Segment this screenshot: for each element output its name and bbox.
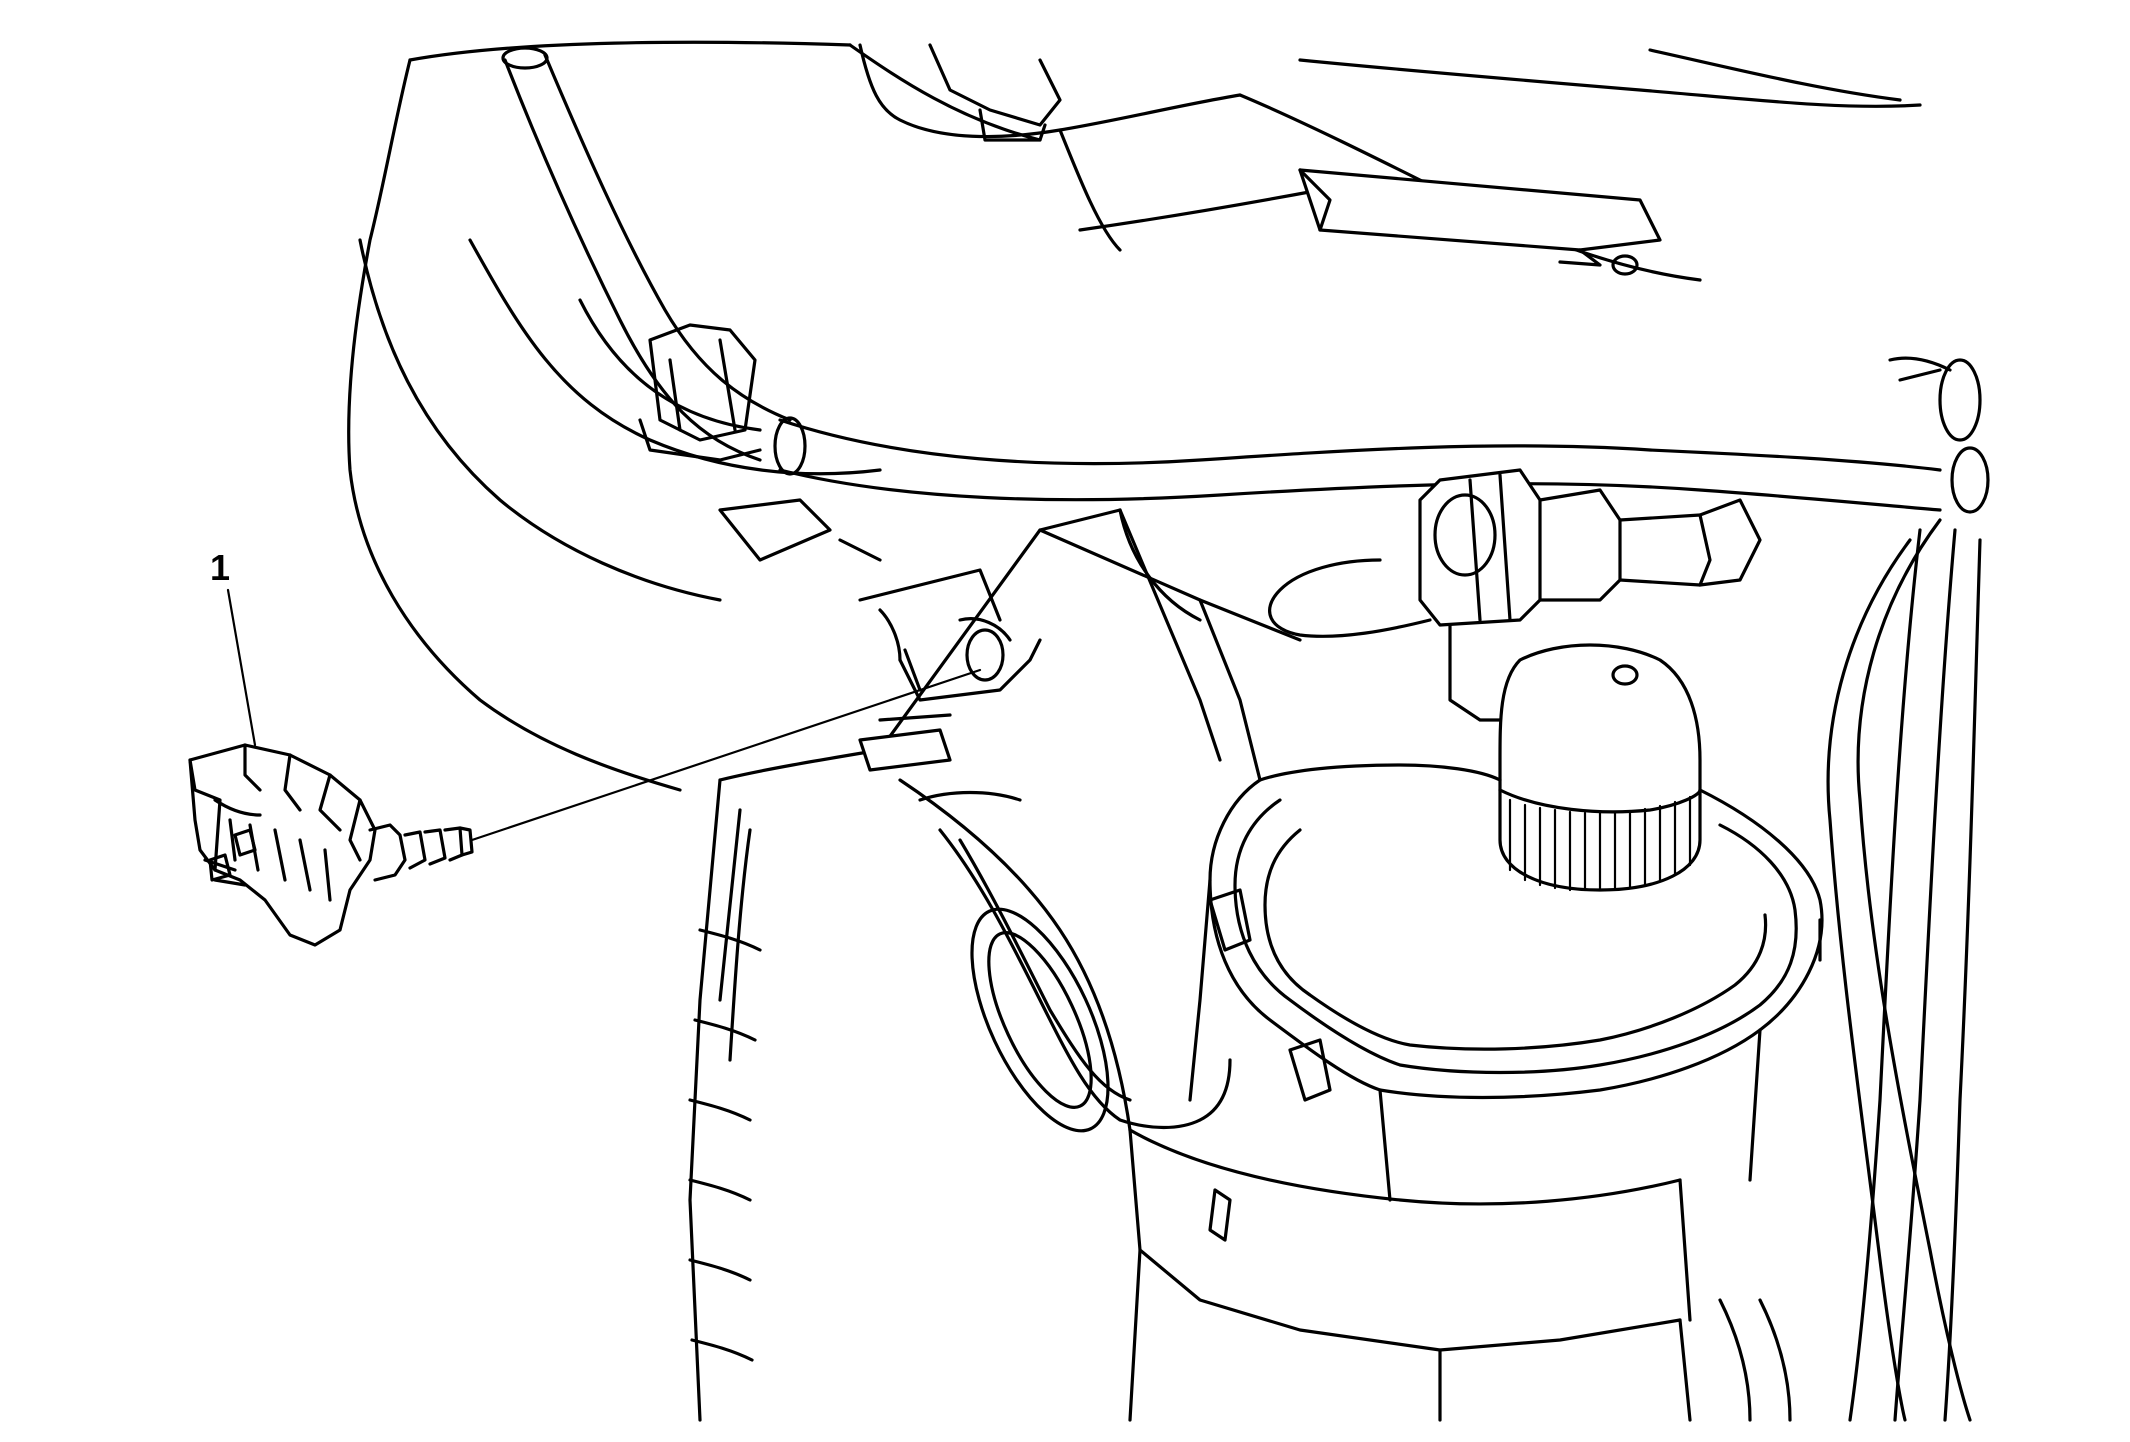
cowl-panel [858, 43, 1922, 282]
background-bracket [718, 498, 882, 562]
callout-1-leader [226, 588, 257, 747]
hose-quick-connector [1268, 468, 1762, 722]
fluid-level-sensor [188, 743, 474, 947]
sensor-mounting-boss [858, 568, 1042, 772]
reservoir-lid [1208, 763, 1824, 1102]
hose-clip [638, 323, 762, 462]
reservoir-lower-body [1188, 878, 1762, 1202]
wiring-harness [1718, 356, 1990, 1422]
fender-shell [347, 40, 1042, 792]
reservoir-cap [1498, 643, 1702, 892]
callout-1-label: 1 [210, 547, 231, 588]
fluid-reservoir [688, 508, 1692, 1422]
vent-hose [501, 46, 1942, 512]
installation-direction-line [470, 668, 982, 842]
